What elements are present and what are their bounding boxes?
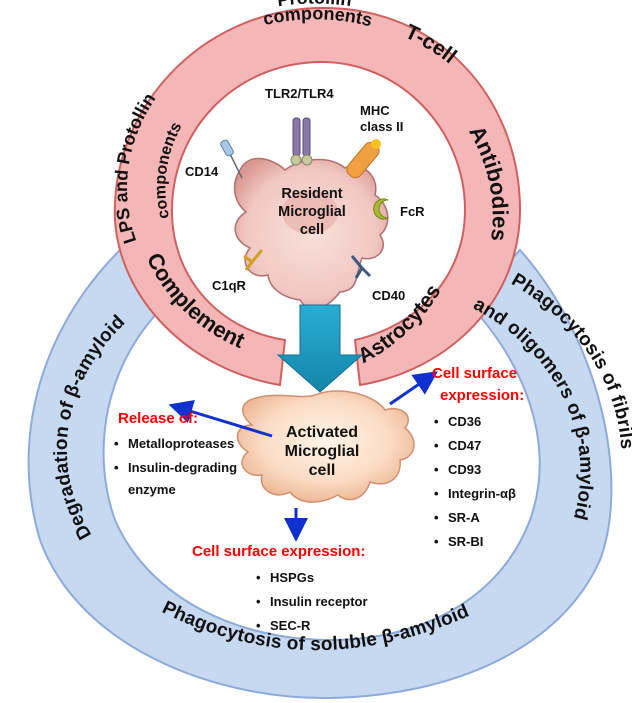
surface-bottom-item-2: Insulin receptor [270, 594, 368, 609]
release-bullet-2: • [114, 460, 119, 475]
resident-cell-label-3: cell [300, 222, 324, 238]
activated-microglial-cell [236, 390, 415, 503]
surface-bottom-list: • HSPGs • Insulin receptor • SEC-R [256, 570, 368, 633]
arrow-to-release [168, 400, 273, 438]
resident-microglial-cell [233, 157, 389, 310]
svg-text:•: • [434, 510, 439, 525]
svg-text:•: • [256, 594, 261, 609]
inner-red-ring [113, 6, 522, 387]
tlr-receptor-icon [290, 117, 313, 166]
resident-cell-label-2: Microglial [278, 204, 346, 220]
svg-text:•: • [434, 486, 439, 501]
arrow-to-surface-right [389, 371, 438, 406]
release-heading: Release of: [118, 410, 198, 427]
surface-right-item-5: SR-A [448, 510, 480, 525]
release-item-2: Insulin-degrading [128, 460, 237, 475]
svg-text:•: • [434, 438, 439, 453]
c1qr-receptor-icon [243, 249, 264, 271]
mhc-label-1: MHC [360, 103, 390, 118]
activated-cell-label-1: Activated [286, 424, 358, 441]
svg-text:•: • [434, 462, 439, 477]
svg-text:•: • [256, 618, 261, 633]
tlr-label: TLR2/TLR4 [265, 86, 334, 101]
resident-cell-label-1: Resident [281, 186, 342, 202]
surface-right-heading-1: Cell surface [432, 365, 517, 382]
activation-arrow [276, 304, 364, 393]
surface-right-item-1: CD36 [448, 414, 481, 429]
svg-text:•: • [434, 414, 439, 429]
cd40-label: CD40 [372, 288, 405, 303]
outer-blue-ring [27, 248, 613, 700]
surface-right-heading-2: expression: [440, 387, 524, 404]
surface-bottom-item-1: HSPGs [270, 570, 314, 585]
activated-cell-label-2: Microglial [285, 443, 360, 460]
surface-right-item-4: Integrin-αβ [448, 486, 516, 501]
surface-right-item-3: CD93 [448, 462, 481, 477]
mhc-receptor-icon [346, 139, 381, 179]
cd14-label: CD14 [185, 164, 219, 179]
surface-bottom-item-3: SEC-R [270, 618, 311, 633]
release-item-1: Metalloproteases [128, 436, 234, 451]
fcr-receptor-icon [373, 198, 389, 220]
cd40-receptor-icon [350, 255, 372, 279]
c1qr-label: C1qR [212, 278, 247, 293]
activated-cell-label-3: cell [309, 462, 336, 479]
release-bullet-1: • [114, 436, 119, 451]
svg-text:•: • [434, 534, 439, 549]
inner-top-label-line1: Protollin [276, 0, 353, 10]
cd14-receptor-icon [220, 139, 243, 179]
svg-text:•: • [256, 570, 261, 585]
mhc-label-2: class II [360, 119, 403, 134]
surface-right-list: • CD36 • CD47 • CD93 • Integrin-αβ • SR-A • SR… [434, 414, 516, 549]
surface-bottom-heading: Cell surface expression: [192, 543, 365, 560]
surface-right-item-6: SR-BI [448, 534, 483, 549]
release-item-3: enzyme [128, 482, 176, 497]
surface-right-item-2: CD47 [448, 438, 481, 453]
fcr-label: FcR [400, 204, 425, 219]
